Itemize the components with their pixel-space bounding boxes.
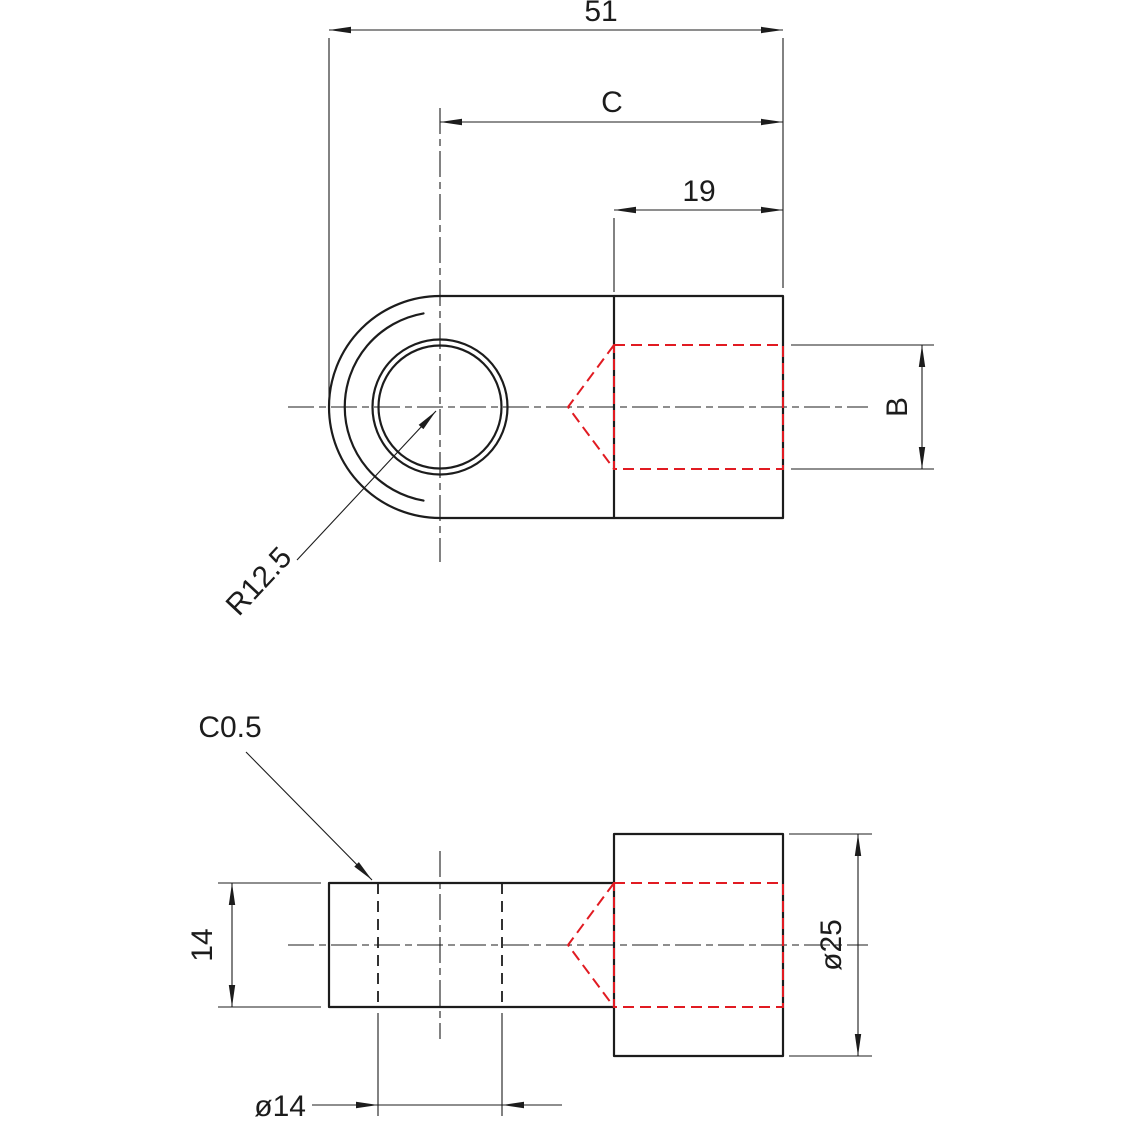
flat-tab-outline [327, 881, 616, 1009]
dim-od-label: ø25 [815, 919, 848, 971]
dim-b-label: B [881, 397, 914, 417]
chamfer-label: C0.5 [198, 711, 261, 744]
bottom-view-dimensions: 14 ø14 ø25 C0.5 [186, 711, 872, 1123]
top-view-body [327, 294, 785, 520]
dim-r125-leader [296, 410, 437, 561]
eye-hole-chamfer-circle [371, 338, 509, 476]
top-view-threaded-hole [566, 344, 784, 470]
bottom-view: 14 ø14 ø25 C0.5 [186, 711, 872, 1123]
chamfer-leader [245, 751, 373, 881]
eye-hole-circle [377, 344, 503, 470]
dim-19-label: 19 [682, 175, 715, 208]
eye-inner-edge-arc [343, 312, 425, 502]
bottom-view-threaded-hole [566, 882, 784, 1008]
top-view-centerlines [288, 108, 868, 562]
dim-c-label: C [601, 86, 623, 119]
thread-bore-red-outline [566, 882, 784, 1008]
dim-14-label: 14 [186, 928, 219, 961]
dim-hole-diameter-label: ø14 [254, 1090, 306, 1123]
dim-51-label: 51 [584, 0, 617, 28]
thread-bore-red-outline [566, 344, 784, 470]
eye-end-body-outline [327, 294, 785, 520]
